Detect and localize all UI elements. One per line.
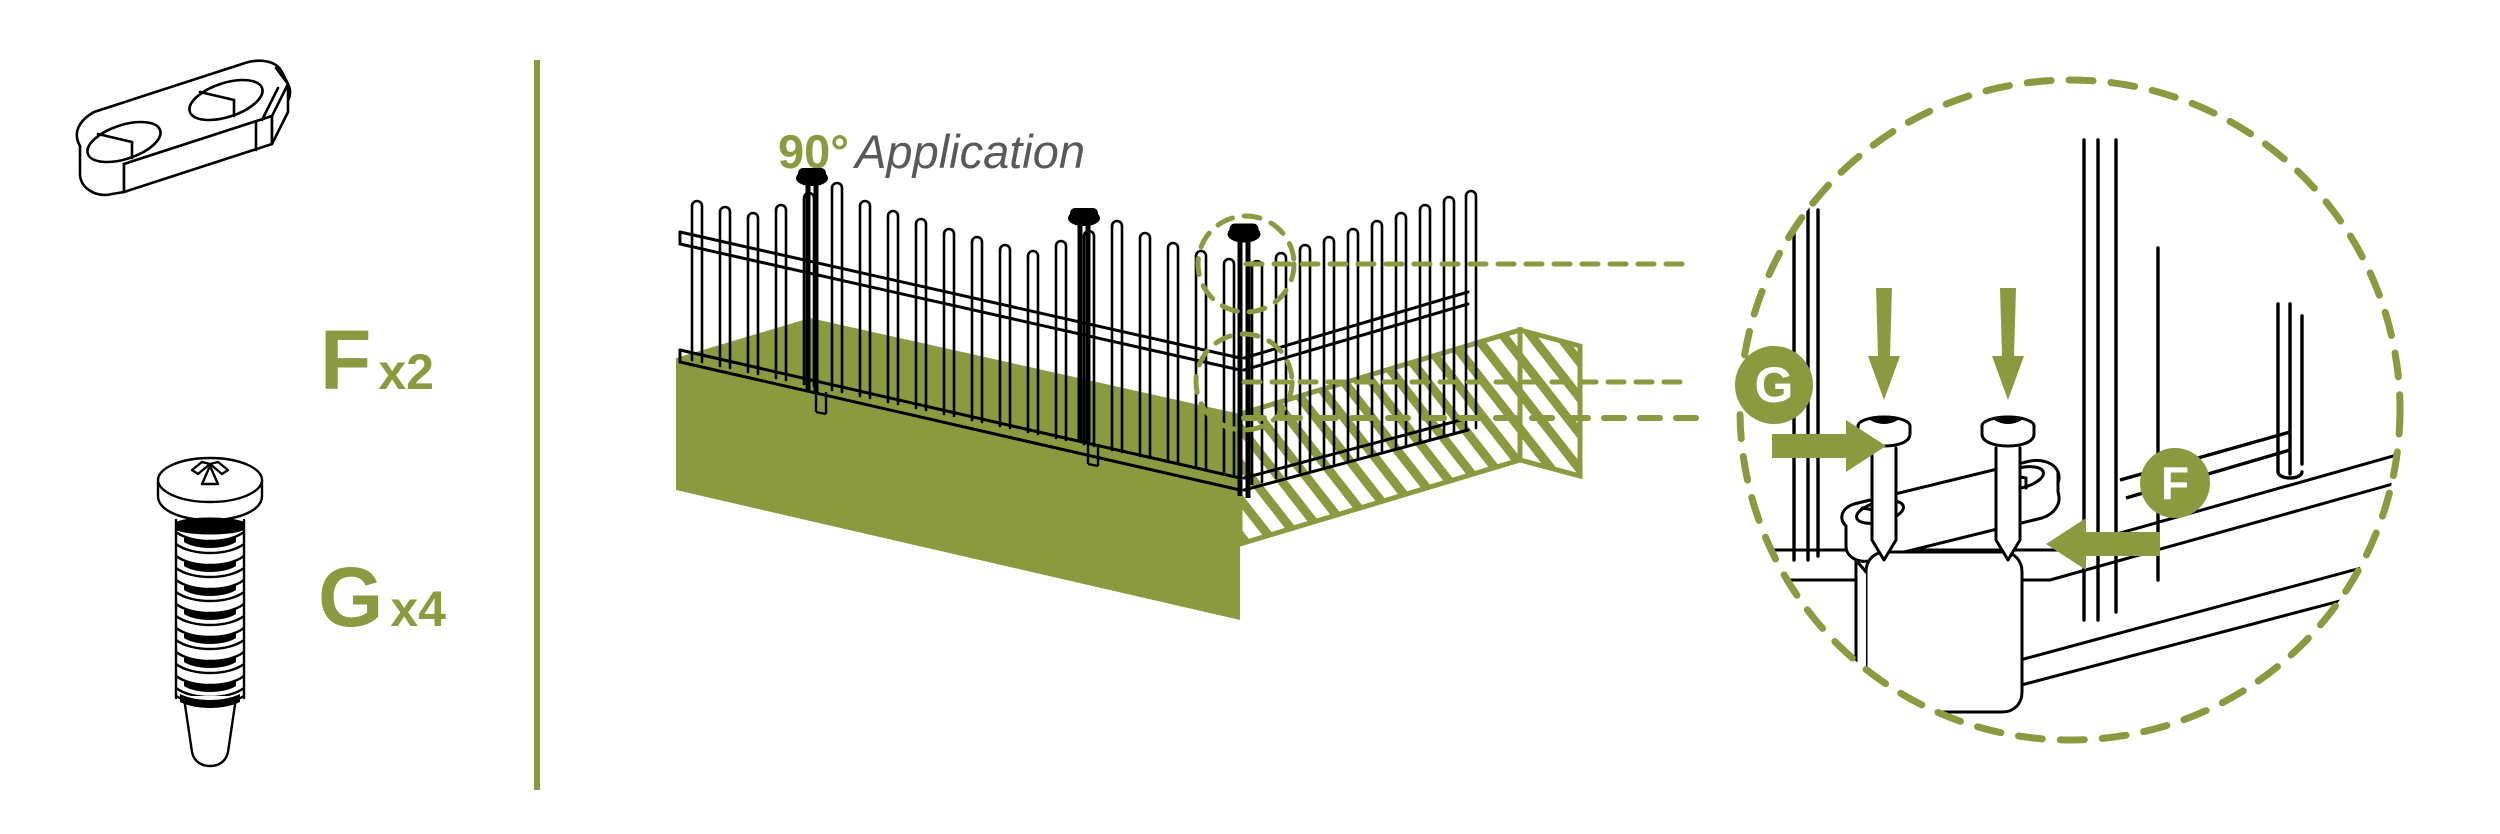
detail-leader-line-bridge: [1241, 415, 1713, 421]
part-f-letter: F: [320, 313, 371, 407]
corner-post-detail-icon: [1690, 60, 2450, 760]
screw-insert-arrow-1: [1868, 288, 1900, 400]
fence-left-balusters: [690, 181, 1236, 478]
rail-brackets: [814, 390, 1100, 468]
screw-icon: [140, 440, 280, 770]
part-g-letter: G: [318, 550, 383, 644]
callout-badge-f-label: F: [2160, 457, 2190, 509]
callout-badge-f[interactable]: F: [2140, 448, 2210, 518]
section-divider: [534, 60, 540, 790]
upper-detail-circle: [1195, 213, 1297, 315]
bracket-plate-icon: [20, 50, 340, 230]
callout-arrow-g: [1772, 420, 1886, 472]
detail-leader-line: [1241, 261, 1693, 385]
part-g-quantity: x4: [390, 581, 446, 637]
callout-badge-g-label: G: [1754, 357, 1794, 413]
part-f-quantity: x2: [378, 344, 434, 400]
callout-badge-g[interactable]: G: [1735, 346, 1813, 424]
callout-arrow-f: [2046, 518, 2160, 570]
title-degree: 90°: [778, 125, 850, 178]
page-title: 90°Application: [778, 128, 1085, 175]
detail-boundary-circle: [1736, 76, 2404, 744]
title-word: Application: [855, 125, 1086, 178]
screw-insert-arrow-2: [1992, 288, 2024, 400]
screw-detail-2: [1980, 415, 2036, 562]
fence-post-corner: [1227, 223, 1261, 498]
fence-left-run: [678, 230, 1242, 492]
fence-posts-left: [796, 168, 1100, 444]
lower-detail-circle: [1193, 331, 1295, 433]
